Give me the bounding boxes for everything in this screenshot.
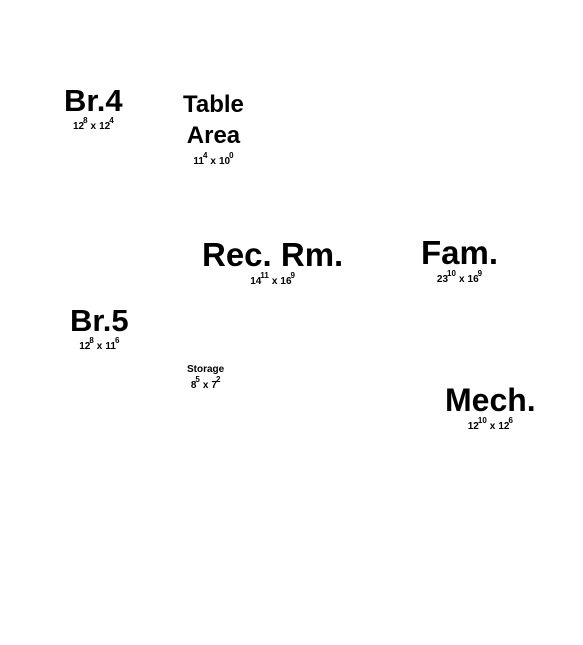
room-name: Fam. <box>421 234 499 271</box>
room-name: Rec. Rm. <box>202 236 344 273</box>
room-name: Storage <box>187 364 225 375</box>
room-name: Br.5 <box>70 303 129 338</box>
room-name-line1: Table <box>183 91 244 118</box>
room-name: Br.4 <box>64 83 123 118</box>
room-name-line2: Area <box>186 122 241 150</box>
room-name: Mech. <box>445 382 536 418</box>
